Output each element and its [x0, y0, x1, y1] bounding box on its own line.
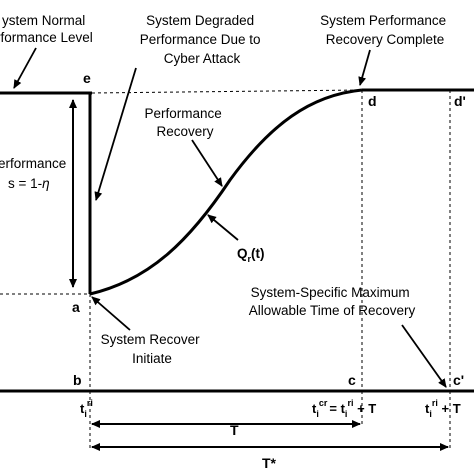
- point-d-prime: d': [454, 93, 466, 109]
- qr-arrow: [207, 214, 239, 241]
- degraded-line3: Cyber Attack: [164, 51, 241, 66]
- time-label-t1: tiri: [80, 398, 93, 419]
- max-time-label: System-Specific Maximum Allowable Time o…: [249, 285, 416, 318]
- normal-level-line1: ystem Normal: [2, 13, 85, 28]
- normal-level-arrow: [13, 47, 37, 89]
- max-time-line2: Allowable Time of Recovery: [249, 303, 416, 318]
- point-c: c: [348, 372, 356, 388]
- qr-label: Qr(t): [237, 246, 265, 264]
- dashed-normal-ref: [91, 89, 363, 94]
- recover-initiate-line2: Initiate: [132, 351, 172, 366]
- performance-recovery-line2: Recovery: [156, 124, 213, 139]
- recover-initiate-arrow: [91, 296, 131, 331]
- degraded-line1: System Degraded: [146, 13, 254, 28]
- loss-line1: erformance: [0, 156, 66, 171]
- recovery-complete-label: System Performance Recovery Complete: [320, 13, 450, 47]
- point-e: e: [83, 70, 91, 86]
- point-c-prime: c': [453, 372, 464, 388]
- performance-recovery-line1: Performance: [144, 106, 221, 121]
- recovery-complete-line1: System Performance: [320, 13, 446, 28]
- performance-recovery-arrow: [191, 139, 223, 187]
- point-d: d: [368, 93, 377, 109]
- time-label-t2: ticr= tiri + T: [312, 398, 376, 419]
- degraded-label: System Degraded Performance Due to Cyber…: [140, 13, 265, 66]
- max-time-line1: System-Specific Maximum: [251, 285, 410, 300]
- time-label-t3: tiri + T: [425, 398, 461, 419]
- T-span-label: T: [230, 422, 239, 438]
- eta-symbol: η: [42, 176, 50, 191]
- degraded-line2: Performance Due to: [140, 32, 261, 47]
- recovery-complete-line2: Recovery Complete: [326, 32, 445, 47]
- point-b: b: [73, 372, 82, 388]
- normal-level-label: ystem Normal rformance Level: [0, 13, 93, 45]
- recovery-complete-arrow: [358, 49, 371, 86]
- degraded-arrow: [94, 67, 137, 201]
- T-star-span-label: T*: [262, 455, 277, 471]
- performance-recovery-label: Performance Recovery: [144, 106, 225, 139]
- max-time-arrow: [401, 324, 447, 388]
- point-a: a: [72, 299, 80, 315]
- recover-initiate-line1: System Recover: [101, 332, 201, 347]
- loss-label: erformance s = 1-η: [0, 156, 70, 191]
- recovery-curve: [89, 88, 363, 296]
- loss-line2: s = 1-η: [8, 176, 50, 191]
- normal-level-line2: rformance Level: [0, 30, 93, 45]
- recover-initiate-label: System Recover Initiate: [101, 332, 204, 366]
